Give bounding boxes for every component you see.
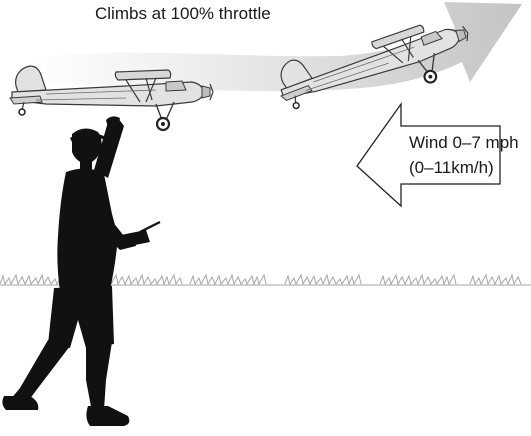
wind-arrow xyxy=(357,104,500,206)
wind-speed-label: Wind 0–7 mph xyxy=(409,133,519,153)
rc-transmitter xyxy=(116,222,160,248)
climb-caption: Climbs at 100% throttle xyxy=(95,4,271,24)
pilot-silhouette xyxy=(2,116,136,426)
wind-speed-metric-label: (0–11km/h) xyxy=(409,158,494,178)
